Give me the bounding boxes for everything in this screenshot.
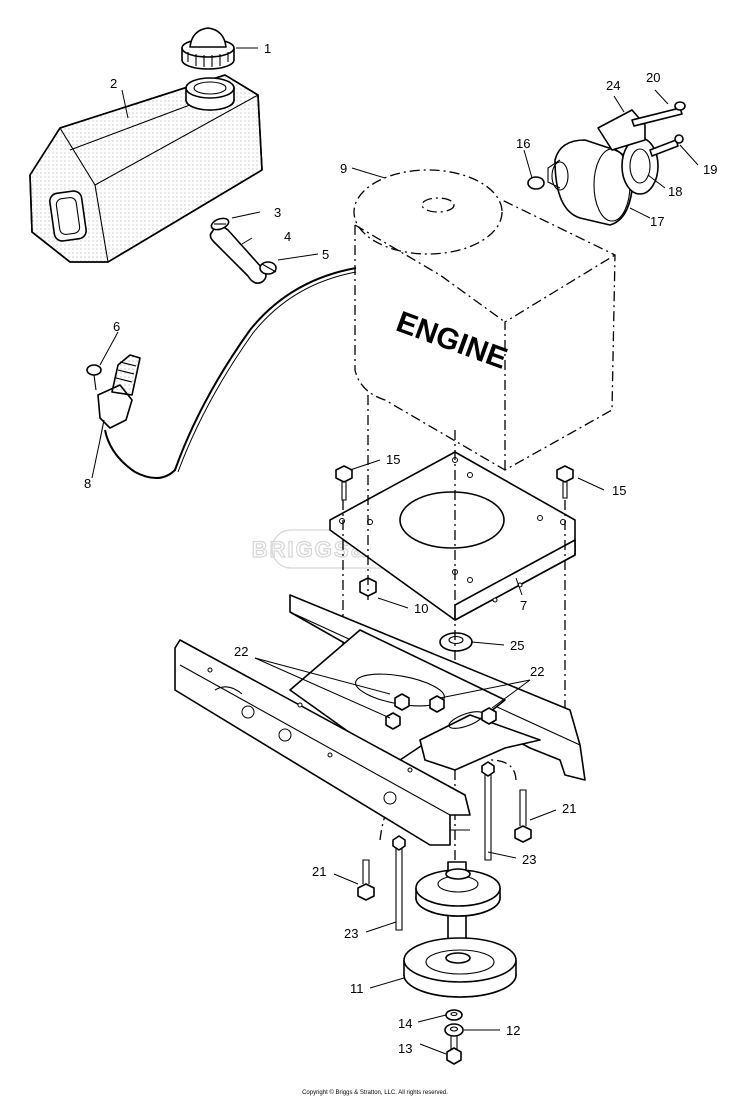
callout-20: 20 [646,70,660,85]
callout-3: 3 [274,205,281,220]
pulley-assembly[interactable] [403,861,517,998]
fuel-hose[interactable] [209,216,277,284]
bolt-21-right[interactable] [514,789,532,843]
washer-12[interactable] [444,1023,464,1037]
bolt-13[interactable] [446,1036,462,1065]
callout-25: 25 [510,638,524,653]
callout-numbers: 1 2 3 4 5 6 7 8 9 10 11 12 13 14 15 15 1… [84,41,717,1056]
callout-7: 7 [520,598,527,613]
engine-label: ENGINE [392,305,511,375]
callout-1: 1 [264,41,271,56]
callout-9: 9 [340,161,347,176]
leader-lines [91,47,699,1055]
copyright-notice: Copyright © Briggs & Stratton, LLC. All … [302,1089,448,1096]
mounting-bolt-left[interactable] [335,465,353,501]
callout-18: 18 [668,184,682,199]
callout-4: 4 [284,229,291,244]
callout-21-left: 21 [312,864,326,879]
bolt-21-left[interactable] [357,859,375,901]
callout-6: 6 [113,319,120,334]
callout-12: 12 [506,1023,520,1038]
callout-2: 2 [110,76,117,91]
fuel-tank[interactable] [29,74,263,263]
callout-11: 11 [350,981,364,996]
throttle-control[interactable] [86,267,357,479]
callout-15-right: 15 [612,483,626,498]
frame[interactable] [174,594,586,846]
washer-14[interactable] [445,1009,463,1021]
mounting-bolt-right[interactable] [556,465,574,499]
washer-25[interactable] [439,632,473,652]
callout-23-right: 23 [522,852,536,867]
muffler-assembly[interactable] [527,101,686,226]
callout-5: 5 [322,247,329,262]
stud-23-right[interactable] [481,761,495,861]
callout-16: 16 [516,136,530,151]
callout-8: 8 [84,476,91,491]
callout-22-left: 22 [234,644,248,659]
callout-21-right: 21 [562,801,576,816]
callout-24: 24 [606,78,620,93]
fuel-cap[interactable] [181,27,235,70]
stud-23-left[interactable] [392,835,406,931]
callout-23-left: 23 [344,926,358,941]
callout-15-left: 15 [386,452,400,467]
callout-10: 10 [414,601,428,616]
callout-22-right: 22 [530,664,544,679]
callout-14: 14 [398,1016,412,1031]
callout-19: 19 [703,162,717,177]
callout-17: 17 [650,214,664,229]
callout-13: 13 [398,1041,412,1056]
